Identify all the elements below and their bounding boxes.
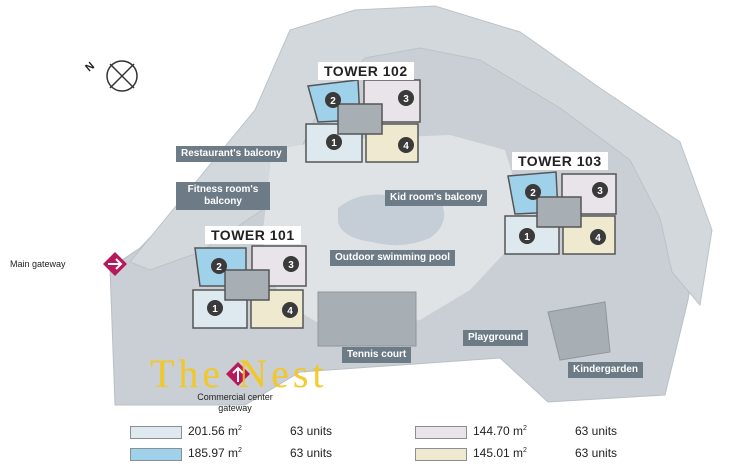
unit-badges: 2 3 1 4 2 3 1 4 2 3 1 4 — [207, 90, 608, 318]
unit-badge: 1 — [524, 232, 530, 243]
main-gateway-icon — [103, 252, 127, 276]
kindergarden-building — [547, 301, 611, 361]
unit-badge: 3 — [288, 260, 294, 271]
commercial-gateway-icon — [226, 362, 250, 386]
tower-103-building — [504, 171, 617, 255]
kid-room-balcony-callout: Kid room's balcony — [385, 190, 488, 206]
fitness-balcony-callout: Fitness room's balcony — [176, 182, 270, 210]
legend-area-unit: 2 — [523, 425, 527, 432]
kindergarden-callout: Kindergarden — [568, 362, 644, 378]
unit-badge: 3 — [597, 186, 603, 197]
tennis-court-area — [317, 291, 417, 347]
the-nest-brand-watermark: The Nest — [150, 351, 328, 396]
unit-badge: 1 — [212, 304, 218, 315]
legend-area: 201.56 m — [188, 424, 239, 438]
unit-badge: 2 — [530, 188, 536, 199]
legend-area: 145.01 m — [473, 446, 524, 460]
compass-icon: N — [83, 60, 138, 92]
restaurant-balcony-callout: Restaurant's balcony — [176, 146, 287, 162]
legend-units: 63 units — [575, 424, 618, 438]
legend-units: 63 units — [290, 446, 333, 460]
unit-badge: 2 — [216, 262, 222, 273]
legend-area-unit: 2 — [238, 447, 242, 454]
legend-area: 185.97 m — [188, 446, 239, 460]
swimming-pool-callout: Outdoor swimming pool — [330, 250, 455, 266]
legend-area-unit: 2 — [523, 447, 527, 454]
legend-area: 144.70 m — [473, 424, 524, 438]
commercial-gateway-label: Commercial center gateway — [197, 392, 273, 413]
unit-badge: 4 — [403, 141, 409, 152]
tower-102-title: TOWER 102 — [318, 62, 414, 80]
compass-north-label: N — [83, 60, 97, 74]
unit-badge: 3 — [403, 94, 409, 105]
tennis-court-callout: Tennis court — [342, 347, 412, 363]
legend-units: 63 units — [575, 446, 618, 460]
legend-swatch — [415, 448, 467, 461]
legend-swatch — [130, 448, 182, 461]
legend-units: 63 units — [290, 424, 333, 438]
unit-badge: 1 — [331, 138, 337, 149]
playground-callout: Playground — [463, 330, 529, 346]
legend-swatch — [130, 426, 182, 439]
unit-badge: 4 — [287, 306, 293, 317]
unit-badge: 4 — [595, 233, 601, 244]
unit-badge: 2 — [330, 96, 336, 107]
tower-103-title: TOWER 103 — [512, 152, 608, 170]
main-gateway-label: Main gateway — [10, 259, 66, 269]
legend-swatch — [415, 426, 467, 439]
tower-101-title: TOWER 101 — [205, 226, 301, 244]
legend-area-unit: 2 — [238, 425, 242, 432]
